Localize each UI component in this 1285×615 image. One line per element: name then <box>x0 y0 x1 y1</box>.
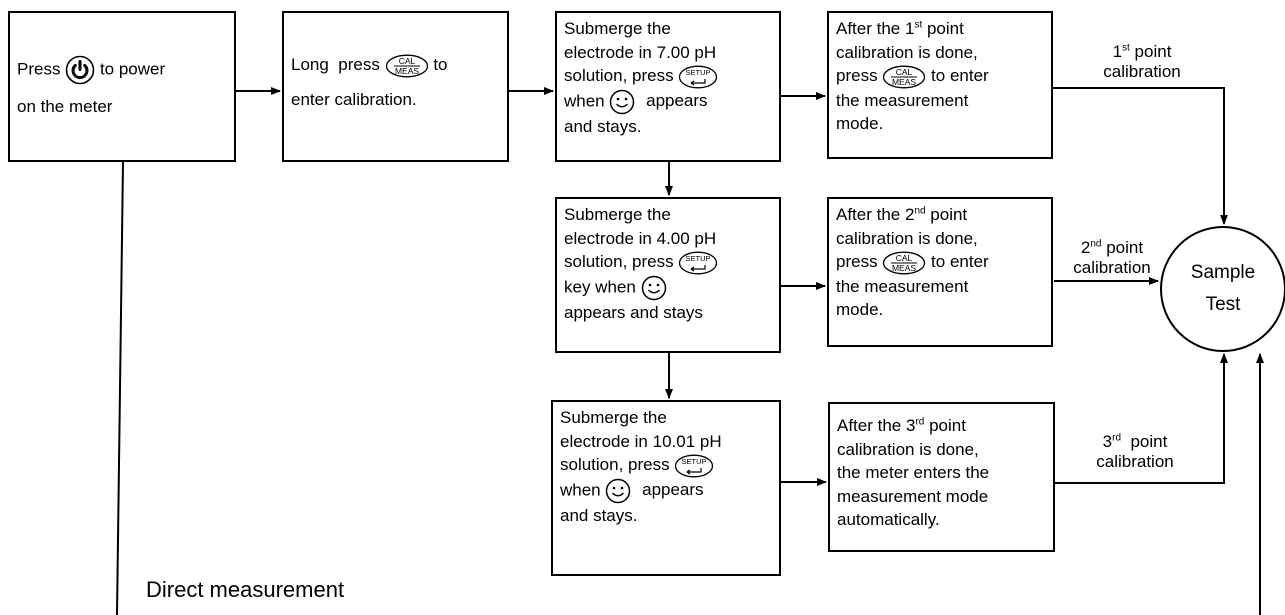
cal-key-bottom-text: MEAS <box>892 263 916 273</box>
sub10-l2: electrode in 10.01 pH <box>560 431 722 451</box>
setup-key-icon: SETUP <box>679 65 718 88</box>
step-done-2: After the 2nd point calibration is done,… <box>827 197 1053 347</box>
step-submerge-10: Submerge the electrode in 10.01 pH solut… <box>551 400 781 576</box>
cal-key-bottom-text: MEAS <box>395 66 419 76</box>
cal-meas-key-icon: CAL MEAS <box>883 65 926 88</box>
p1-sup: st <box>1122 42 1130 54</box>
cal-key-top-text: CAL <box>896 253 913 263</box>
done2-sup: nd <box>914 205 926 217</box>
done1-l2: calibration is done, <box>836 42 978 62</box>
sub4-l1: Submerge the <box>564 205 671 224</box>
setup-key-text: SETUP <box>686 254 711 263</box>
caption-3rd-point: 3rd point calibration <box>1075 432 1195 472</box>
power-line2: on the meter <box>17 97 113 116</box>
done1-l3a: press <box>836 66 878 85</box>
direct-measurement-label: Direct measurement <box>146 577 345 602</box>
sub7-l4b: appears <box>646 91 708 110</box>
sub4-l4a: key when <box>564 277 636 296</box>
sub7-l2: electrode in 7.00 pH <box>564 42 717 62</box>
done1-sup: st <box>914 19 923 31</box>
done3-l1b: point <box>924 416 966 435</box>
setup-key-icon: SETUP <box>675 454 714 477</box>
done1-l1b: point <box>922 19 964 38</box>
p3-pre: 3 <box>1102 432 1113 451</box>
smiley-icon <box>641 275 666 300</box>
done3-sup: rd <box>915 416 925 428</box>
done3-l2: calibration is done, <box>837 439 979 459</box>
done2-l1a: After the 2 <box>836 205 915 224</box>
done1-l4: the measurement <box>836 90 969 110</box>
p1-line2: calibration <box>1103 62 1181 81</box>
step-done-1: After the 1st point calibration is done,… <box>827 11 1053 159</box>
power-button-icon <box>65 55 95 85</box>
done2-l3b: to enter <box>931 252 989 271</box>
cal-key-bottom-text: MEAS <box>892 77 916 87</box>
done2-l3a: press <box>836 252 878 271</box>
cal-key-top-text: CAL <box>896 67 913 77</box>
p3-post: point <box>1121 432 1168 451</box>
sub10-l3: solution, press <box>560 455 670 474</box>
sub10-l4a: when <box>560 480 601 499</box>
cal-key-top-text: CAL <box>398 56 415 66</box>
p3-sup: rd <box>1112 432 1122 444</box>
done2-l1b: point <box>925 205 968 224</box>
setup-key-text: SETUP <box>682 457 707 466</box>
cal-meas-key-icon: CAL MEAS <box>385 54 428 77</box>
p2-post: point <box>1101 238 1144 257</box>
p1-post: point <box>1129 42 1172 61</box>
power-post: to power <box>99 59 166 79</box>
cal-meas-key-icon: CAL MEAS <box>883 251 926 274</box>
p2-sup: nd <box>1090 238 1102 250</box>
smiley-icon <box>610 89 635 114</box>
cal-line2: enter calibration. <box>291 89 417 109</box>
done1-l5: mode. <box>836 114 884 134</box>
sub7-l1: Submerge the <box>564 19 671 38</box>
done2-l2: calibration is done, <box>836 228 978 248</box>
arrow-done1-to-sample <box>1053 87 1228 225</box>
step-done-3: After the 3rd point calibration is done,… <box>828 402 1055 552</box>
step-submerge-7: Submerge the electrode in 7.00 pH soluti… <box>555 11 781 162</box>
sub10-l5: and stays. <box>560 505 638 525</box>
sub10-l4b: appears <box>642 480 704 499</box>
p3-line2: calibration <box>1096 452 1174 471</box>
arrow-done3-to-sample <box>1054 353 1228 484</box>
step-enter-calibration: Long press CAL MEAS to enter calibration… <box>282 11 509 162</box>
caption-2nd-point: 2nd point calibration <box>1062 238 1162 278</box>
done2-l4: the measurement <box>836 276 969 296</box>
setup-key-text: SETUP <box>686 68 711 77</box>
sub10-l1: Submerge the <box>560 408 667 427</box>
sample-test-line2: Test <box>1205 294 1241 315</box>
done3-l4: measurement mode <box>837 486 989 506</box>
sub7-l5: and stays. <box>564 116 642 136</box>
sub4-l3: solution, press <box>564 252 674 271</box>
sample-test-line1: Sample <box>1190 262 1256 283</box>
p2-line2: calibration <box>1073 258 1151 277</box>
setup-key-icon: SETUP <box>679 251 718 274</box>
smiley-icon <box>606 478 631 503</box>
done2-l5: mode. <box>836 300 884 320</box>
step-submerge-4: Submerge the electrode in 4.00 pH soluti… <box>555 197 781 353</box>
sub4-l5: appears and stays <box>564 302 703 322</box>
caption-1st-point: 1st point calibration <box>1082 42 1202 82</box>
sub7-l3: solution, press <box>564 66 674 85</box>
sub7-l4a: when <box>564 91 605 110</box>
done3-l5: automatically. <box>837 510 940 529</box>
done1-l3b: to enter <box>931 66 989 85</box>
power-pre: Press <box>17 59 61 79</box>
done1-l1a: After the 1 <box>836 19 915 38</box>
done3-l1a: After the 3 <box>837 416 916 435</box>
p2-pre: 2 <box>1080 238 1091 257</box>
cal-post: to <box>433 55 448 74</box>
sample-test-node: Sample Test <box>1160 226 1285 352</box>
cal-pre: Long press <box>291 55 380 74</box>
step-power-on: Press to power on the meter <box>8 11 236 162</box>
done3-l3: the meter enters the <box>837 463 990 482</box>
sub4-l2: electrode in 4.00 pH <box>564 228 717 248</box>
p1-pre: 1 <box>1112 42 1123 61</box>
direct-measurement-line <box>116 161 124 615</box>
